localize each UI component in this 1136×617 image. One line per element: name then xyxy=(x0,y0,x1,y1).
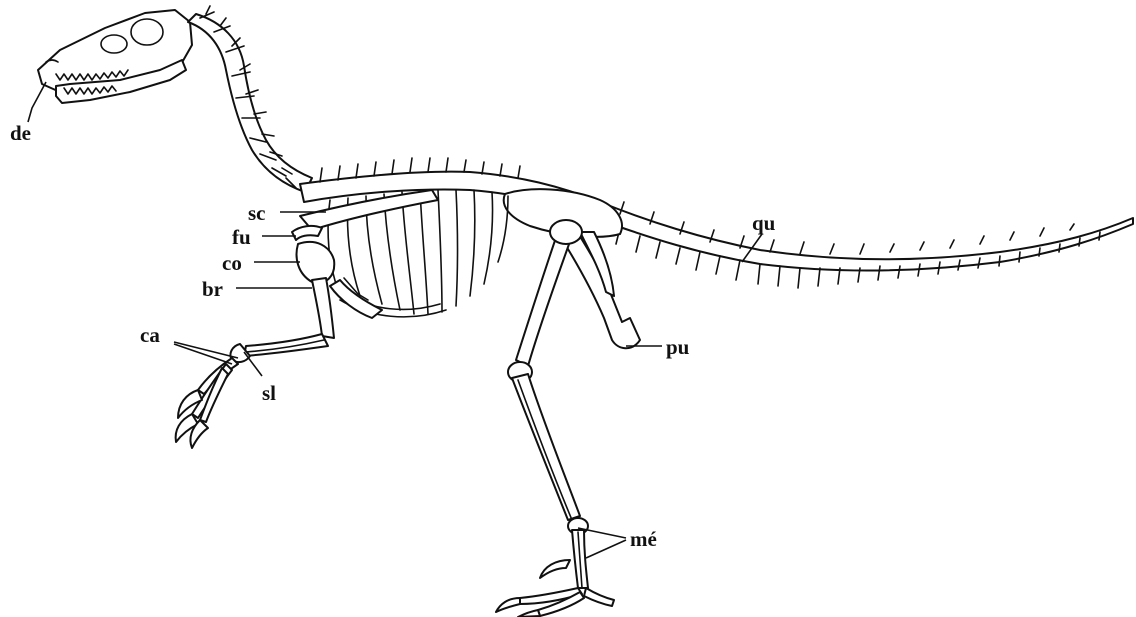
label-br: br xyxy=(202,277,312,301)
label-me: mé xyxy=(578,527,657,558)
label-fu: fu xyxy=(232,225,296,249)
label-qu-text: qu xyxy=(752,211,776,235)
forelimb xyxy=(176,278,334,448)
cervical-vertebrae xyxy=(188,6,312,192)
label-fu-text: fu xyxy=(232,225,251,249)
label-co-text: co xyxy=(222,251,242,275)
shoulder-girdle xyxy=(292,190,438,318)
label-sl: sl xyxy=(244,352,276,405)
label-co: co xyxy=(222,251,300,275)
skull xyxy=(38,10,192,103)
label-sc-text: sc xyxy=(248,201,266,225)
label-de: de xyxy=(10,82,46,145)
label-pu-text: pu xyxy=(666,335,690,359)
label-me-text: mé xyxy=(630,527,657,551)
label-sl-text: sl xyxy=(262,381,276,405)
label-br-text: br xyxy=(202,277,223,301)
label-ca: ca xyxy=(140,323,238,364)
label-de-text: de xyxy=(10,121,31,145)
label-ca-text: ca xyxy=(140,323,160,347)
